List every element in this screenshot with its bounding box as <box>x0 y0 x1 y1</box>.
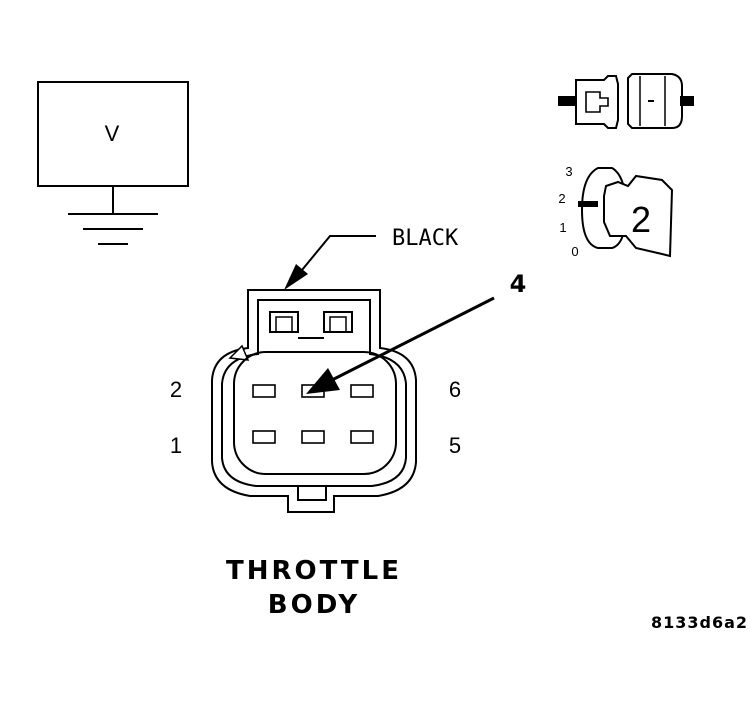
pin-label-1: 1 <box>170 433 182 458</box>
ground-icon <box>68 186 158 245</box>
pin-label-5: 5 <box>449 433 461 458</box>
selector-position-3: 3 <box>565 164 572 179</box>
terminal-6 <box>350 384 374 398</box>
probe-pin-number: 4 <box>510 270 527 298</box>
terminal-1 <box>252 430 276 444</box>
component-title-line2: BODY <box>268 590 360 620</box>
selector-knob-icon: 2 3 2 1 0 <box>558 164 674 259</box>
terminal-2 <box>252 384 276 398</box>
wire-color-label: BLACK <box>392 226 459 251</box>
voltmeter: V <box>37 81 189 245</box>
probe-callout: 4 <box>306 270 526 394</box>
selector-position-1: 1 <box>559 220 566 235</box>
terminal-5 <box>350 430 374 444</box>
throttle-body-connector <box>211 289 417 513</box>
selector-setting: 2 <box>631 199 651 240</box>
pin-label-2: 2 <box>170 377 182 402</box>
terminal-3 <box>301 430 325 444</box>
arrow-head-icon <box>284 264 308 290</box>
figure-id: 8133d6a2 <box>651 613 748 632</box>
connector-plug-icon <box>558 73 694 129</box>
wire-color-callout: BLACK <box>284 226 459 290</box>
voltmeter-symbol: V <box>105 121 120 146</box>
probe-arrow-icon <box>306 368 340 394</box>
component-title-line1: THROTTLE <box>226 556 402 586</box>
connector-cavity <box>233 351 397 475</box>
pin-label-6: 6 <box>449 377 461 402</box>
selector-position-2: 2 <box>558 191 565 206</box>
selector-position-0: 0 <box>571 244 578 259</box>
